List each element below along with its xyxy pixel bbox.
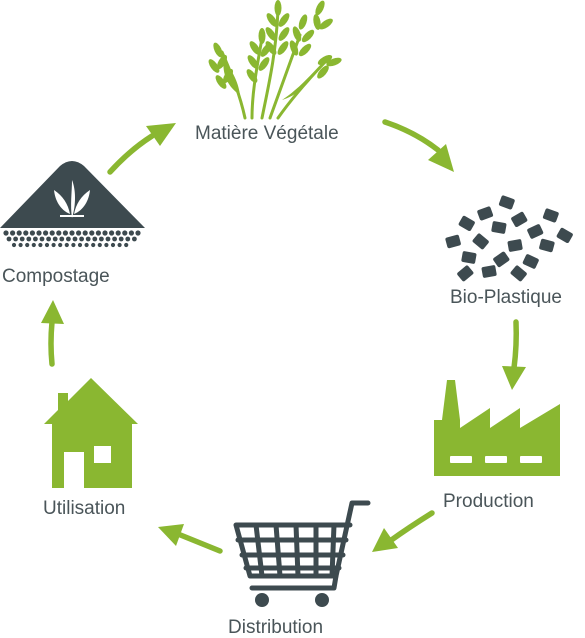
- soil-dot: [91, 242, 96, 248]
- soil-dot: [56, 230, 62, 236]
- soil-dot: [110, 242, 116, 248]
- soil-dot: [33, 236, 38, 242]
- soil-dot: [102, 230, 108, 236]
- soil-dot: [16, 230, 22, 236]
- soil-dot: [49, 230, 55, 236]
- soil-dot: [77, 242, 83, 248]
- compost-heap-icon: [0, 161, 145, 248]
- stage-label-production: Production: [443, 491, 534, 512]
- stage-label-plant: Matière Végétale: [195, 123, 339, 144]
- soil-dot: [13, 236, 18, 242]
- soil-dot: [38, 242, 43, 248]
- shopping-cart-icon: [233, 500, 371, 591]
- soil-dot: [52, 236, 58, 242]
- arrow-use-to-compost: [41, 300, 64, 367]
- soil-dot: [10, 230, 16, 236]
- soil-dot: [132, 236, 137, 242]
- soil-dot: [44, 242, 50, 248]
- soil-dot: [104, 242, 109, 248]
- stage-label-bioplastic: Bio-Plastique: [450, 287, 562, 308]
- soil-dot: [58, 242, 63, 248]
- soil-dot: [71, 242, 76, 248]
- soil-dot: [95, 230, 101, 236]
- soil-dot: [105, 236, 111, 242]
- soil-dot: [43, 230, 49, 236]
- factory-icon: [434, 380, 560, 476]
- soil-dot: [135, 230, 141, 236]
- soil-dot: [115, 230, 121, 236]
- soil-dot: [69, 230, 75, 236]
- soil-dot: [99, 236, 104, 242]
- soil-dot: [11, 242, 17, 248]
- soil-dot: [62, 230, 68, 236]
- pellets-icon: [445, 195, 573, 282]
- soil-dot: [112, 236, 117, 242]
- stage-label-compost: Compostage: [2, 266, 110, 287]
- soil-dot: [6, 236, 12, 242]
- soil-dot: [25, 242, 30, 248]
- soil-dot: [72, 236, 78, 242]
- soil-dot: [109, 230, 115, 236]
- soil-dot: [84, 242, 89, 248]
- soil-dot: [36, 230, 42, 236]
- soil-dot: [51, 242, 56, 248]
- soil-dot: [31, 242, 36, 248]
- soil-dot: [26, 236, 32, 242]
- soil-dot: [82, 230, 88, 236]
- soil-dot: [124, 242, 129, 248]
- soil-dot: [118, 236, 124, 242]
- soil-dot: [64, 242, 69, 248]
- arrow-production-to-distribution: [372, 510, 435, 552]
- wheat-icon: [208, 0, 342, 120]
- arrow-distribution-to-use: [158, 524, 223, 554]
- arrow-plant-to-bioplastic: [382, 119, 454, 172]
- soil-dot: [18, 242, 23, 248]
- soil-dot: [19, 236, 25, 242]
- soil-dot: [89, 230, 95, 236]
- house-icon: [44, 378, 138, 488]
- soil-dot: [85, 236, 91, 242]
- soil-dot: [92, 236, 98, 242]
- arrow-compost-to-plant: [107, 123, 176, 175]
- soil-dot: [128, 230, 134, 236]
- cart-wheel-left: [255, 593, 269, 607]
- compost-soil-dots: [3, 230, 141, 248]
- soil-dot: [29, 230, 35, 236]
- stage-label-distribution: Distribution: [228, 617, 324, 638]
- soil-dot: [97, 242, 102, 248]
- soil-dot: [125, 236, 131, 242]
- soil-dot: [59, 236, 65, 242]
- soil-dot: [76, 230, 82, 236]
- soil-dot: [46, 236, 51, 242]
- cart-wheel-right: [315, 593, 329, 607]
- soil-dot: [3, 230, 9, 236]
- soil-dot: [66, 236, 71, 242]
- soil-dot: [117, 242, 122, 248]
- soil-dot: [39, 236, 45, 242]
- arrow-bioplastic-to-production: [502, 319, 526, 390]
- stage-label-use: Utilisation: [43, 498, 126, 519]
- soil-dot: [122, 230, 128, 236]
- soil-dot: [79, 236, 84, 242]
- soil-dot: [23, 230, 29, 236]
- compost-leaf-icon: [54, 180, 90, 218]
